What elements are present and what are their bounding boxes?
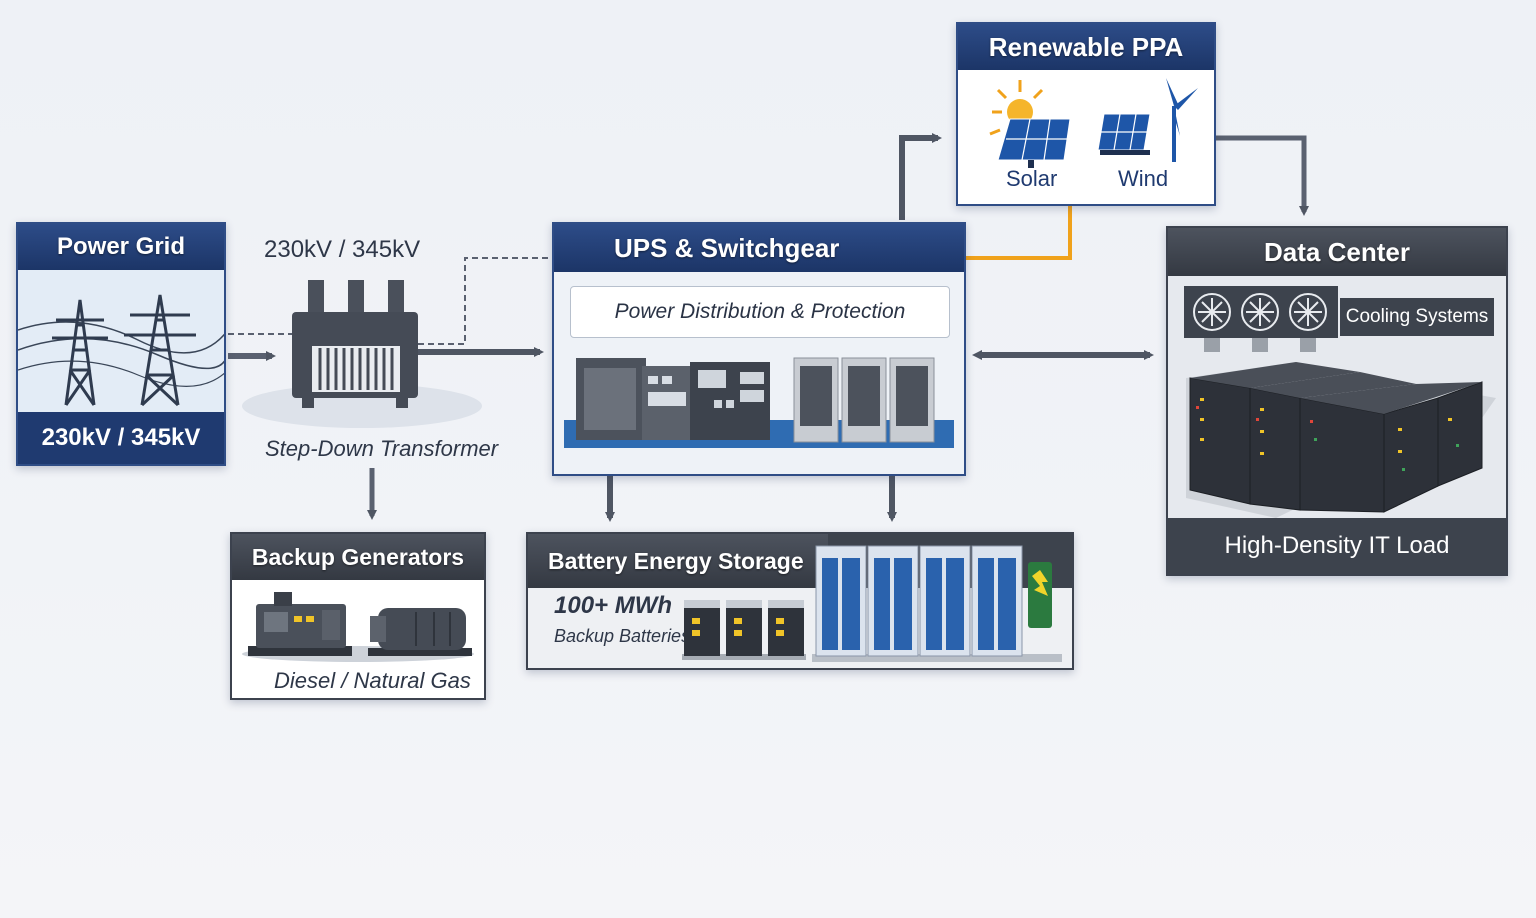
- arrow-renewable-to-datacenter: [1214, 135, 1309, 216]
- generator-icon: [242, 592, 474, 662]
- solar-panel-icon: [989, 80, 1071, 168]
- arrow-ups-to-renewable: [899, 133, 942, 220]
- ups-switchgear-card: UPS & Switchgear Power Distribution & Pr…: [552, 222, 966, 476]
- generators-fuel: Diesel / Natural Gas: [274, 668, 471, 693]
- power-grid-card: Power Grid 230kV / 345kV: [16, 222, 226, 466]
- power-grid-title: Power Grid: [18, 224, 224, 270]
- data-center-card: Data Center Cooling Systems: [1166, 226, 1508, 576]
- wind-label: Wind: [1118, 166, 1169, 191]
- cooling-label: Cooling Systems: [1340, 298, 1494, 336]
- backup-generators-card: Backup Generators Diesel / Natural Gas: [230, 532, 486, 700]
- transformer-caption: Step-Down Transformer: [265, 436, 499, 461]
- solar-feed-line: [964, 205, 1072, 260]
- data-center-title: Data Center: [1168, 228, 1506, 276]
- ups-subtitle: Power Distribution & Protection: [570, 286, 950, 338]
- transformer-icon: [242, 280, 482, 428]
- transformer-voltage-label: 230kV / 345kV: [264, 236, 421, 263]
- solar-label: Solar: [1006, 166, 1058, 191]
- power-grid-voltage: 230kV / 345kV: [18, 412, 224, 464]
- battery-caption: Backup Batteries: [554, 626, 691, 646]
- dashed-transformer-ups: [418, 257, 552, 345]
- ups-title: UPS & Switchgear: [554, 224, 964, 272]
- transmission-tower-icon: [18, 270, 224, 416]
- battery-container-icon: [812, 545, 1062, 662]
- generators-title: Backup Generators: [232, 534, 484, 580]
- battery-title: Battery Energy Storage: [528, 534, 828, 588]
- wind-turbine-icon: [1097, 78, 1198, 162]
- data-center-footer: High-Density IT Load: [1168, 518, 1506, 574]
- renewable-title: Renewable PPA: [958, 24, 1214, 70]
- battery-capacity: 100+ MWh: [554, 592, 673, 619]
- renewable-ppa-card: Renewable PPA Solar Wind: [956, 22, 1216, 206]
- switchgear-cabinets-icon: [564, 357, 954, 448]
- battery-storage-card: Battery Energy Storage 100+ MWh Backup B…: [526, 532, 1074, 670]
- server-racks-icon: [1186, 362, 1496, 518]
- cooling-fans-icon: [1184, 286, 1338, 352]
- battery-units-icon: [682, 600, 806, 660]
